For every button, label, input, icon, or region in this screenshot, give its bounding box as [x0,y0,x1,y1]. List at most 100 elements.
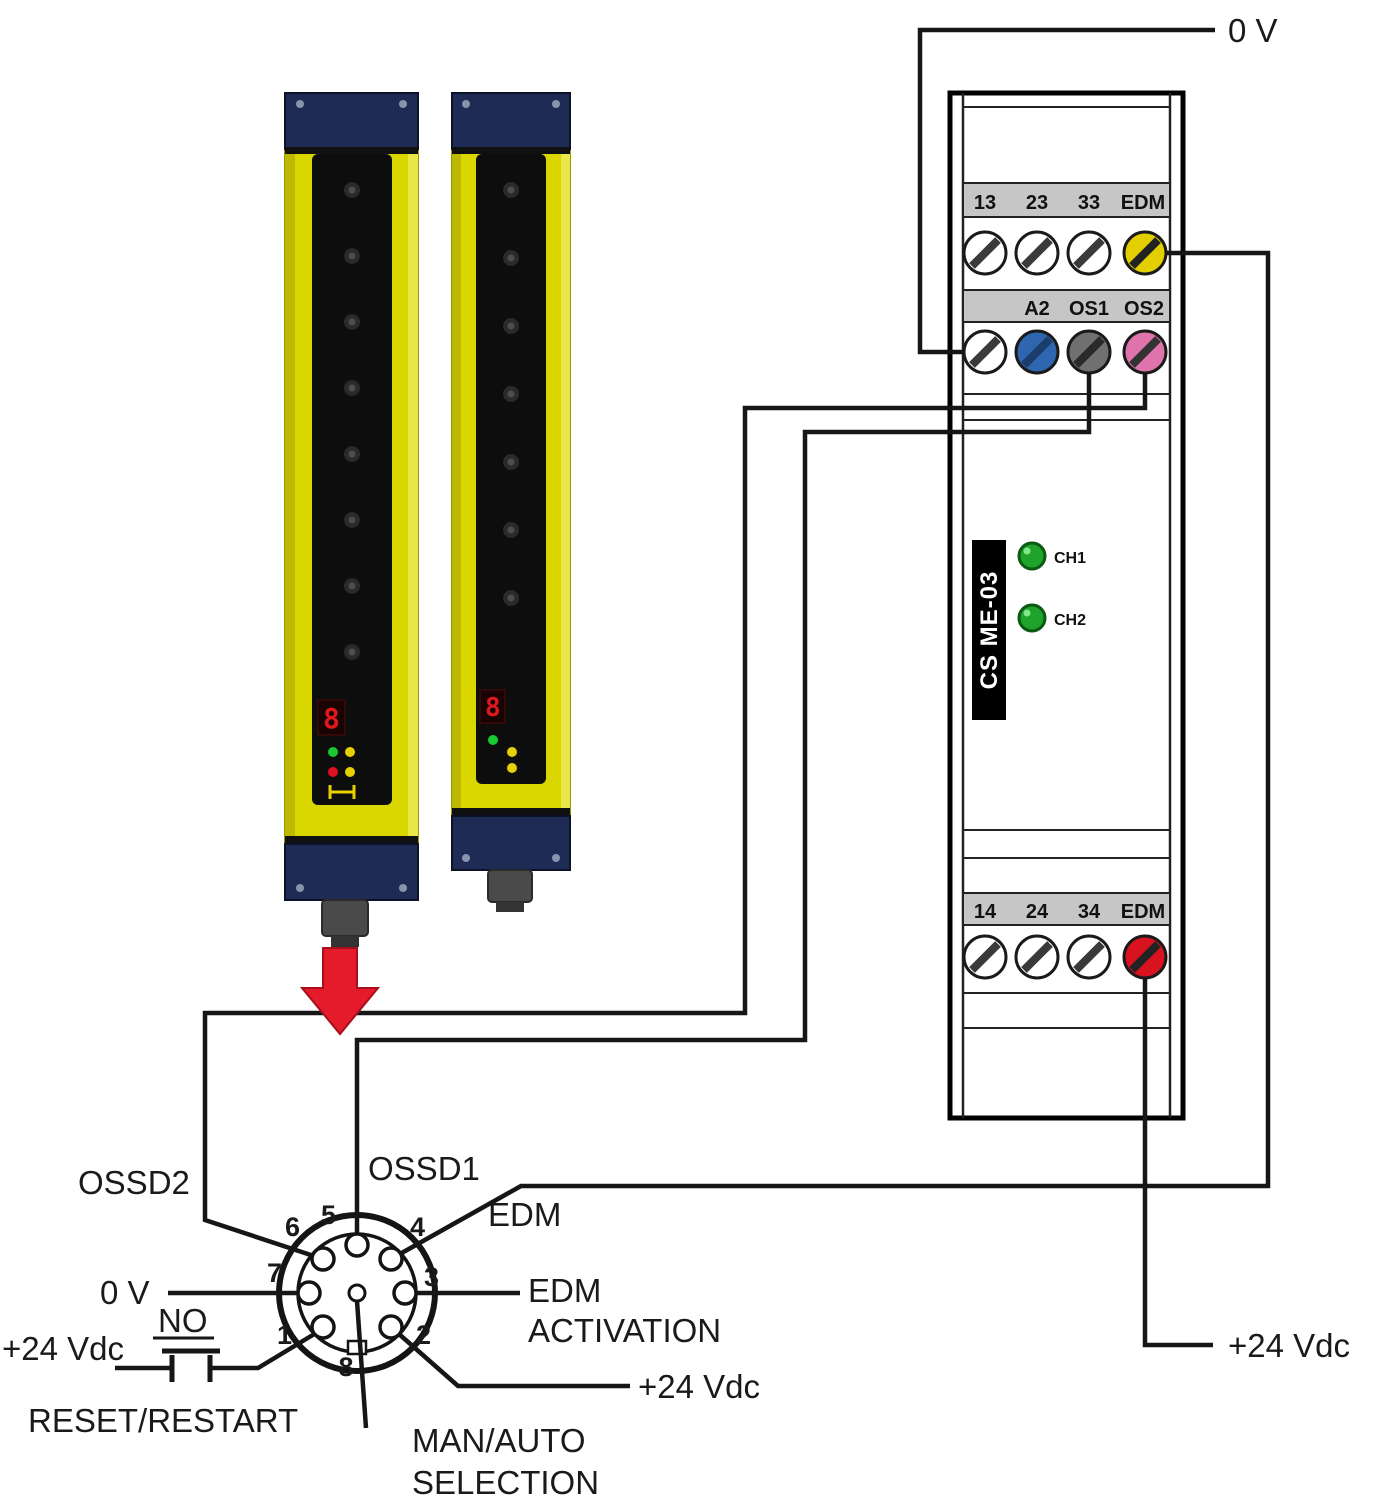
connector-pin-6 [310,1246,336,1272]
connector-pin-3 [392,1280,418,1306]
reset-switch-symbol[interactable] [153,1336,220,1382]
model-label-plate [972,540,1006,720]
curtain1-yellow-led-icon [345,747,355,757]
curtain1-digit: 8 [323,702,340,735]
module-model-label: CS ME-03 [976,571,1003,690]
curtain2-status-display: 8 [479,689,517,773]
wire-pin8-man-auto [354,1300,369,1429]
curtain1-bottom-cap [284,843,419,901]
curtain2-edge-right [561,108,570,870]
label-0v-top: 0 V [1228,12,1278,49]
curtain1-cap-band [285,836,418,844]
curtain2-green-led-icon [488,735,498,745]
curtain2-connector-tip [496,902,524,912]
seven-segment-display [317,699,346,736]
curtain1-optics-strip [312,154,392,805]
wire-24v-edm [1142,978,1213,1348]
curtain1-edge-right [408,108,418,898]
safety-relay-module: 13 23 33 EDM A2 OS1 OS2 [947,90,1186,1121]
curtain2-screw-icon [462,854,470,862]
terminal-label: EDM [1121,192,1165,214]
wire-pin2-24v [389,1325,630,1389]
pin-number-5: 5 [321,1200,336,1230]
label-edm-activation-line2: ACTIVATION [528,1312,721,1349]
curtain2-screw-icon [552,100,560,108]
led-ch2-label: CH2 [1054,612,1086,629]
pin-number-7: 7 [267,1258,282,1288]
connector-pins [296,1232,418,1340]
diagram-labels: 0 V OSSD2 OSSD1 EDM 0 V EDM ACTIVATION +… [2,12,1350,1500]
curtain2-yellow-led-icon [507,747,517,757]
label-edm-activation-line1: EDM [528,1272,601,1309]
led-ch1-label: CH1 [1054,550,1086,567]
light-curtain-2: 8 [451,92,571,912]
terminal-screws-bottom-row [962,934,1168,980]
terminal-strip-top [962,182,1171,218]
pin-number-4: 4 [410,1212,425,1242]
curtain1-red-led-icon [328,767,338,777]
terminal-label: 24 [1026,901,1049,923]
terminal-label: EDM [1121,901,1165,923]
pin-number-2: 2 [416,1320,431,1350]
curtain2-cap-band [452,147,570,154]
curtain1-connector-tip [331,936,359,947]
label-ossd1: OSSD1 [368,1150,480,1187]
wire-edm-feedback [389,250,1271,1261]
curtain1-connector-stub [321,899,369,937]
curtain2-bottom-cap [451,815,571,871]
connector-pin-5 [344,1232,370,1258]
curtain1-screw-icon [296,100,304,108]
curtain2-edge-left [452,108,461,870]
label-man-auto-line1: MAN/AUTO [412,1422,586,1459]
label-reset-restart: RESET/RESTART [28,1402,298,1439]
label-edm: EDM [488,1196,561,1233]
pin-number-8: 8 [338,1352,353,1382]
curtain2-top-cap [451,92,571,150]
connector-pin-7 [296,1280,322,1306]
wire-ossd1 [354,373,1092,1246]
pin-number-3: 3 [424,1262,439,1292]
terminal-label: 13 [974,192,996,214]
terminal-label: A2 [1024,298,1050,320]
curtain1-screw-icon [399,100,407,108]
terminal-strip-bottom [962,892,1171,926]
curtain2-digit: 8 [485,693,501,723]
pin-number-1: 1 [277,1320,292,1350]
terminal-label: 23 [1026,192,1048,214]
led-highlight-icon [1023,609,1031,617]
light-curtain-1: 8 [284,92,419,947]
curtain1-status-display: 8 [317,699,356,799]
curtain2-yellow-led-icon [507,763,517,773]
terminal-screws-top-row [962,230,1168,276]
connector-pin-2 [378,1314,404,1340]
connector-pin-8-center [347,1283,367,1303]
led-highlight-icon [1023,547,1031,555]
curtain1-screw-icon [296,884,304,892]
curtain2-screw-icon [462,100,470,108]
led-ch1-icon [1017,541,1047,571]
curtain1-alignment-icon [328,785,356,799]
label-24vdc-pin2: +24 Vdc [638,1368,760,1405]
curtain1-green-led-icon [328,747,338,757]
label-ossd2: OSSD2 [78,1164,190,1201]
label-24vdc-pin1: +24 Vdc [2,1330,124,1367]
wire-0v-supply [917,27,1215,355]
terminal-strip-middle [962,289,1171,323]
terminal-label: 34 [1078,901,1101,923]
curtain1-edge-left [285,108,295,898]
wire-ossd2 [202,373,1148,1262]
curtain2-beam-lenses [503,182,519,606]
label-man-auto-line2: SELECTION [412,1464,599,1500]
label-0v-pin7: 0 V [100,1274,150,1311]
cable-direction-arrow-icon [299,947,381,1036]
curtain2-cap-band [452,808,570,816]
curtain1-beam-lenses [344,182,360,660]
wire-pin1-reset-right [212,1328,323,1371]
label-24vdc-edm: +24 Vdc [1228,1327,1350,1364]
connector-pin-numbers: 5 6 4 7 3 1 2 8 [267,1200,439,1382]
curtain1-top-cap [284,92,419,150]
label-no-contact: NO [158,1302,208,1339]
terminal-label: OS2 [1124,298,1164,320]
curtain2-screw-icon [552,854,560,862]
